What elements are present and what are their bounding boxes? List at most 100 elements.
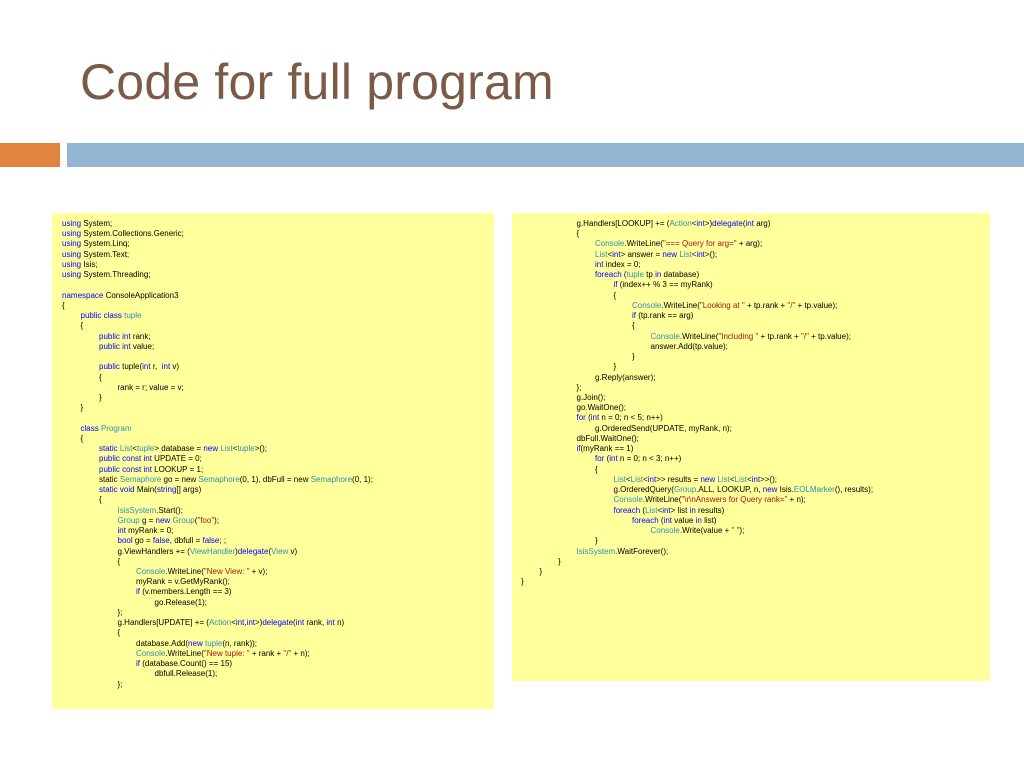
code-token: List	[119, 444, 133, 454]
code-token: tuple	[626, 270, 644, 280]
code-token	[62, 567, 136, 576]
code-token: int	[751, 474, 761, 484]
code-token: int	[696, 249, 705, 259]
code-token: <	[625, 474, 631, 484]
code-token: if	[632, 311, 636, 321]
code-token: public	[99, 362, 120, 372]
code-token	[62, 424, 81, 433]
code-token: }	[521, 352, 635, 362]
code-line: {	[62, 373, 494, 383]
code-token	[521, 516, 632, 525]
code-token: IsisSystem	[117, 505, 157, 515]
code-token: List	[613, 474, 626, 484]
code-line: }	[62, 403, 494, 413]
code-token: const	[122, 454, 142, 464]
code-token: + tp.rank +	[744, 300, 788, 310]
code-token: (	[194, 515, 198, 525]
code-line: }	[62, 393, 494, 403]
code-token: foreach	[613, 505, 641, 515]
code-token: {	[521, 290, 617, 300]
code-token: static	[99, 485, 118, 495]
code-token	[521, 311, 632, 320]
code-line: g.Join();	[521, 393, 990, 403]
code-token: database.Add(	[62, 638, 189, 648]
code-token: <	[657, 505, 663, 515]
code-token: }	[521, 536, 598, 546]
code-token: g =	[139, 515, 156, 525]
code-token: rank;	[130, 331, 151, 341]
code-token: Console	[632, 300, 662, 310]
code-line: if (index++ % 3 == myRank)	[521, 280, 990, 290]
code-token: using	[62, 249, 82, 259]
code-line: int myRank = 0;	[62, 526, 494, 536]
code-token: new	[203, 444, 219, 454]
code-token: >>();	[760, 474, 777, 484]
code-token: tuple	[124, 311, 142, 321]
code-token: results)	[695, 505, 725, 515]
code-token: }	[521, 556, 561, 566]
code-token: "foo"	[197, 515, 215, 525]
code-line: public class tuple	[62, 311, 494, 321]
code-token: namespace	[62, 290, 104, 300]
code-token: false	[152, 536, 170, 546]
code-token	[521, 250, 595, 259]
code-token: Console	[136, 566, 166, 576]
code-token: int	[295, 618, 305, 628]
code-token: View	[271, 546, 289, 556]
code-token: <	[691, 219, 697, 228]
code-token	[521, 547, 577, 556]
code-token: int	[612, 249, 621, 259]
code-token: List	[630, 474, 644, 484]
code-token: Group	[117, 515, 140, 525]
code-token: tuple(	[119, 362, 143, 372]
code-token	[62, 362, 99, 371]
code-token: g.Reply(answer);	[521, 372, 656, 382]
code-token: (), results);	[834, 485, 874, 495]
code-token: Group	[673, 485, 697, 495]
code-token	[521, 526, 651, 535]
code-token: EOLMarker	[793, 485, 835, 495]
code-line: {	[62, 301, 494, 311]
code-token	[62, 454, 99, 463]
code-token: };	[62, 679, 123, 689]
code-token: for	[595, 454, 605, 464]
code-token: "\r\nAnswers for Query rank="	[681, 495, 788, 505]
code-line: g.OrderedQuery(Group.ALL, LOOKUP, n, new…	[521, 485, 990, 495]
code-token: <	[746, 474, 752, 484]
code-token: Semaphore	[198, 474, 240, 484]
code-token: in	[689, 505, 696, 515]
code-token: (v.members.Length == 3)	[140, 587, 232, 597]
code-token	[521, 495, 614, 504]
code-token: Main(	[134, 485, 157, 495]
code-token: }	[62, 392, 102, 402]
code-token: int	[662, 505, 671, 515]
code-token: go =	[132, 536, 153, 546]
code-token: <	[691, 249, 697, 259]
code-line: go.WaitOne();	[521, 403, 990, 413]
code-token: dbFull.WaitOne();	[521, 433, 639, 443]
code-token: Console	[650, 526, 680, 536]
code-token: {	[62, 300, 65, 310]
code-line: };	[62, 608, 494, 618]
code-token: .ALL, LOOKUP, n,	[696, 485, 763, 495]
code-line: }	[521, 362, 990, 372]
code-token: delegate	[237, 546, 269, 556]
code-token: g.OrderedSend(UPDATE, myRank, n);	[521, 423, 732, 433]
code-token: IsisSystem	[576, 546, 616, 556]
code-line: List<List<int>> results = new List<List<…	[521, 475, 990, 485]
code-line: go.Release(1);	[62, 598, 494, 608]
code-token	[62, 516, 118, 525]
code-line	[62, 413, 494, 423]
code-token: g.Handlers[UPDATE] += (	[62, 618, 209, 628]
code-token: in	[695, 515, 702, 525]
code-token: value;	[130, 341, 155, 351]
code-token: Action	[208, 618, 232, 628]
code-token: .WriteLine(	[661, 300, 700, 310]
code-token: List	[734, 474, 747, 484]
code-token: g.Handlers[LOOKUP] += (	[521, 219, 670, 228]
code-token: (	[621, 270, 627, 280]
code-line: }	[521, 352, 990, 362]
code-token: " "	[731, 526, 740, 536]
code-token: (	[742, 219, 746, 228]
code-token: + v);	[249, 566, 268, 576]
